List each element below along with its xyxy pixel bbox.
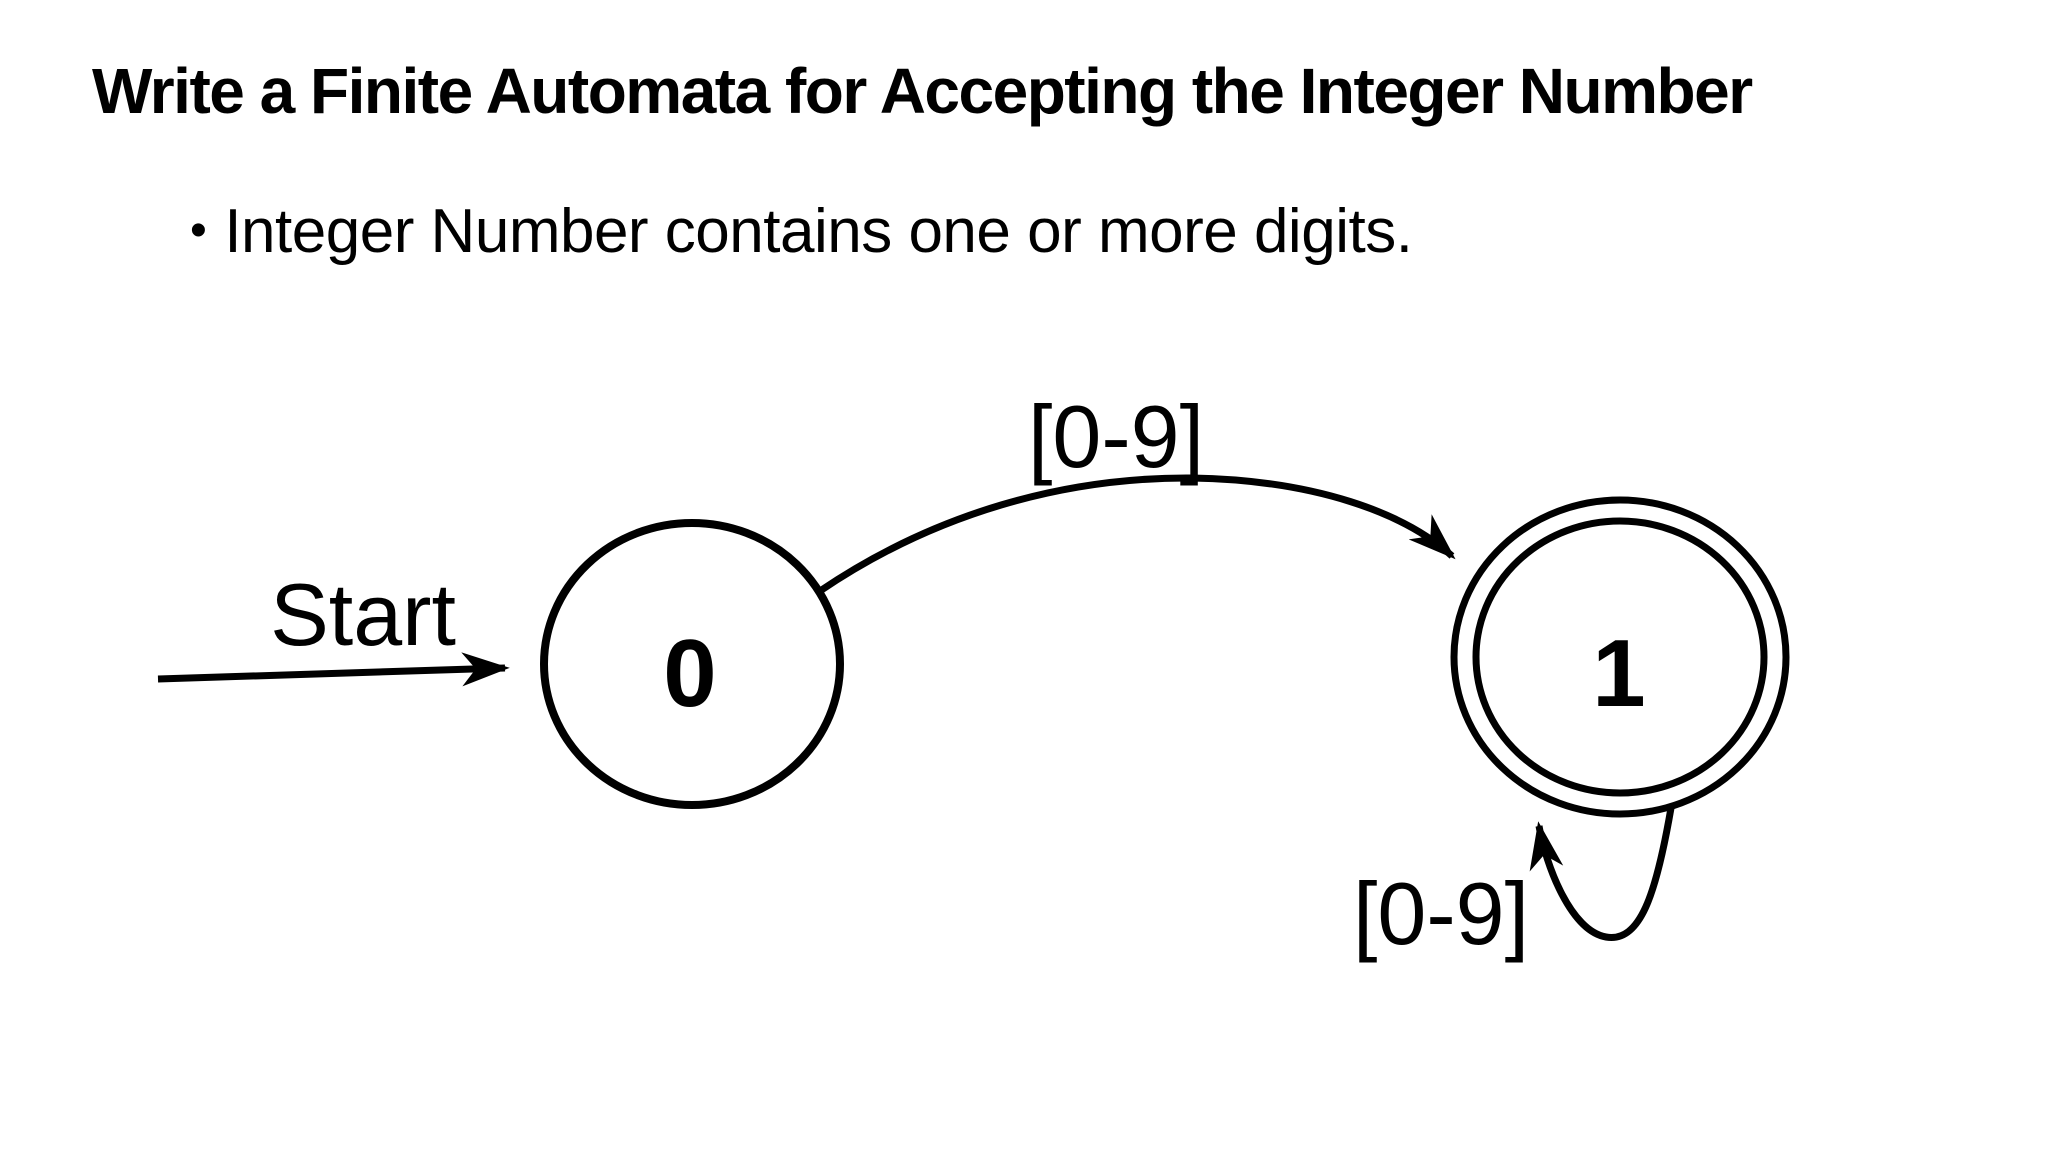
start-arrow	[157, 652, 510, 687]
bullet-text: Integer Number contains one or more digi…	[224, 197, 1413, 266]
state-1-label: 1	[1592, 620, 1645, 727]
state-1-outer-circle	[1450, 496, 1790, 818]
self-loop-label: [0-9]	[1353, 864, 1529, 963]
start-arrow-label: Start	[270, 565, 456, 664]
self-loop-arrow	[1529, 807, 1675, 941]
bullet-marker: •	[190, 204, 207, 257]
state-0-label: 0	[663, 620, 716, 727]
transition-0-1-label: [0-9]	[1028, 387, 1204, 486]
bullet-line: • Integer Number contains one or more di…	[190, 196, 1413, 267]
slide-title: Write a Finite Automata for Accepting th…	[92, 55, 1753, 127]
state-1-inner-circle	[1472, 517, 1768, 797]
transition-0-1-arrow	[818, 474, 1456, 594]
state-0-circle	[540, 519, 844, 809]
